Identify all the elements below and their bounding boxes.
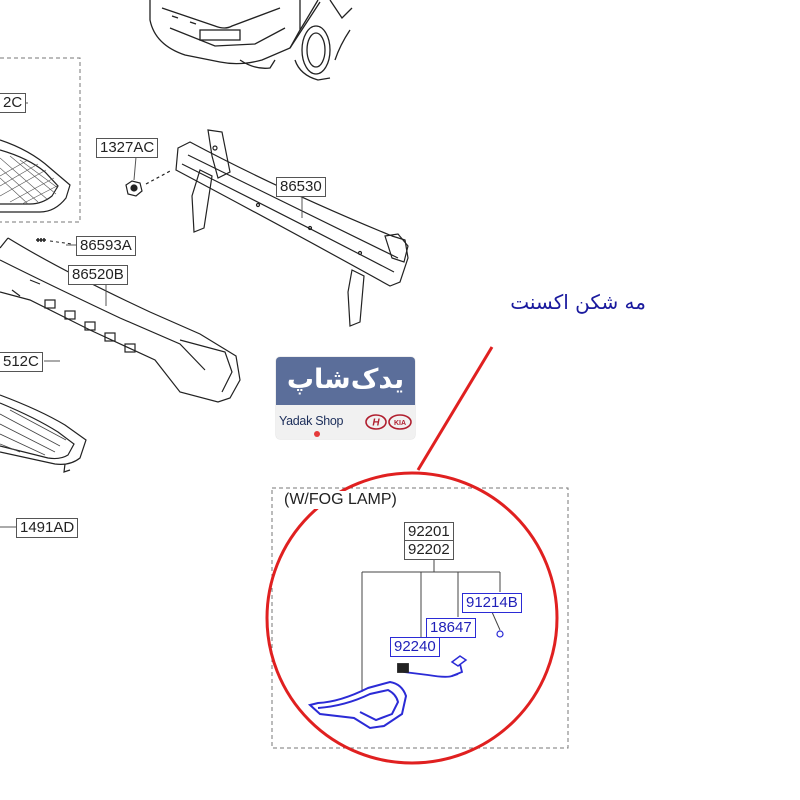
highlight-annotation — [265, 346, 559, 765]
part-label-86520b: 86520B — [68, 265, 128, 285]
part-label-18647: 18647 — [426, 618, 476, 638]
part-label-86593a: 86593A — [76, 236, 136, 256]
logo-persian-text: یدک‌شاپ — [276, 357, 415, 405]
bulb-18647 — [450, 655, 468, 667]
part-label-92202: 92202 — [404, 540, 454, 560]
car-front-illustration — [149, 0, 353, 81]
car-brand-emblems-icon: H KIA — [365, 414, 412, 430]
part-label-86530: 86530 — [276, 177, 326, 197]
svg-text:H: H — [372, 418, 380, 429]
energy-absorber-86520b — [0, 237, 241, 403]
yadakshop-logo: یدک‌شاپ Yadak Shop H KIA — [276, 357, 415, 439]
highlight-circle — [265, 471, 559, 765]
part-label-91214b: 91214B — [462, 593, 522, 613]
part-label-92240: 92240 — [390, 637, 440, 657]
logo-latin-text: Yadak Shop — [279, 414, 344, 428]
logo-bottom-band: Yadak Shop H KIA — [276, 405, 415, 439]
screw-91214b — [496, 630, 504, 638]
left-dashed-box — [0, 57, 81, 223]
svg-text:KIA: KIA — [394, 420, 406, 427]
bumper-beam-86530 — [175, 129, 409, 327]
part-label-1491ad: 1491AD — [16, 518, 79, 538]
nut-1327ac — [125, 169, 173, 197]
fog-lamp-dashed-box — [271, 487, 569, 749]
section-title-fog-lamp: (W/FOG LAMP) — [282, 491, 399, 509]
part-label-92201: 92201 — [404, 522, 454, 542]
leader-lines — [0, 102, 303, 528]
part-label-512c-partial: 512C — [0, 352, 43, 372]
part-label-1327ac: 1327AC — [96, 138, 159, 158]
fog-lamp-cover-92201 — [307, 680, 408, 730]
part-label-12c-partial: 2C — [0, 93, 27, 113]
retainer-86593a — [36, 238, 73, 245]
wiring-harness-92240 — [397, 663, 464, 678]
upper-grille-illustration — [0, 139, 71, 213]
product-caption: مه شکن اکسنت — [510, 290, 646, 314]
logo-dot-icon — [314, 431, 320, 437]
highlight-pointer-line — [416, 346, 494, 471]
lower-grille-illustration — [0, 394, 87, 473]
fog-lamp-tree-lines — [361, 558, 501, 692]
